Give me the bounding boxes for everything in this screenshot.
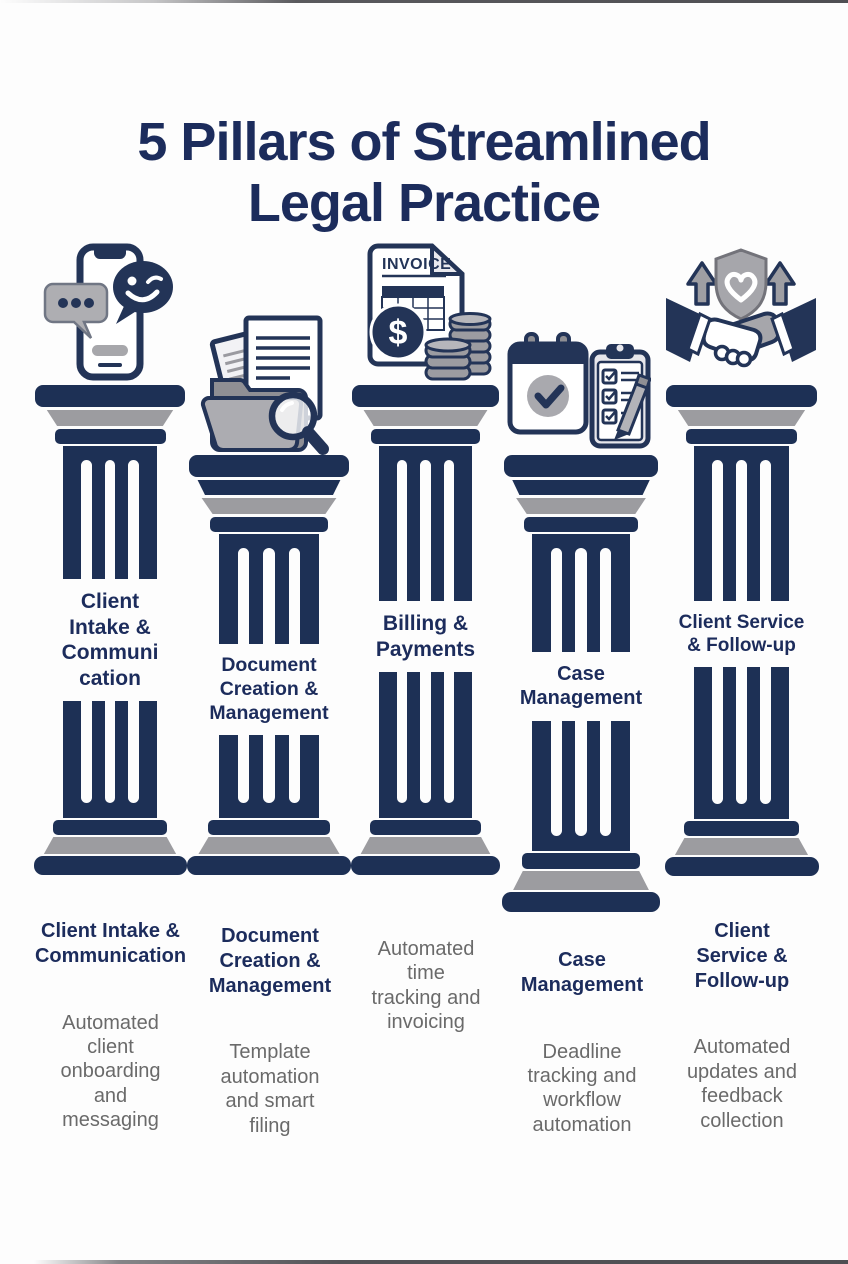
pillar-base-neck bbox=[53, 820, 167, 835]
pillar-capital-band bbox=[363, 410, 488, 426]
pillar-capital-second-band bbox=[512, 480, 650, 495]
pillar-flutes-upper bbox=[532, 534, 630, 652]
pillar-client-intake: Client Intake & Communi cation bbox=[33, 385, 187, 875]
pillar-shaft: Billing & Payments bbox=[351, 446, 500, 818]
pillar-shaft: Client Intake & Communi cation bbox=[34, 446, 186, 818]
pillar-capital-neck bbox=[54, 429, 166, 444]
invoice-label: INVOICE bbox=[382, 256, 451, 273]
footer-heading: Client Intake & Communication bbox=[34, 920, 187, 967]
pillar-label: Billing & Payments bbox=[351, 601, 500, 673]
footer-description: Automated updates and feedback collectio… bbox=[686, 1036, 798, 1132]
pillar-flutes-upper bbox=[62, 446, 158, 579]
pillar-billing-payments: Billing & Payments bbox=[350, 385, 501, 875]
svg-text:$: $ bbox=[389, 314, 408, 352]
footer-heading: Document Creation & Management bbox=[208, 925, 332, 997]
pillar-base-neck bbox=[208, 820, 330, 835]
documents-folder-search-icon bbox=[196, 310, 336, 460]
pillar-base-neck bbox=[522, 853, 640, 869]
pillar-capital-second-band bbox=[197, 480, 341, 495]
pillar-flutes-lower bbox=[379, 672, 472, 818]
pillar-base-band bbox=[360, 837, 491, 854]
pillar-base-band bbox=[198, 837, 340, 854]
scan-artifact-bottom bbox=[0, 1260, 848, 1264]
footer-billing-payments: Automated time tracking and invoicing bbox=[352, 901, 500, 1053]
footer-client-intake: Client Intake & Communication Automated … bbox=[18, 901, 203, 1151]
pillar-label: Client Service & Follow-up bbox=[665, 601, 818, 668]
pillar-capital-neck bbox=[209, 517, 329, 532]
pillar-flutes-lower bbox=[693, 667, 790, 819]
scan-artifact-top bbox=[0, 0, 848, 3]
pillar-document-management: Document Creation & Management bbox=[187, 455, 351, 875]
pillar-capital-band bbox=[46, 410, 174, 426]
pillar-flutes-upper bbox=[379, 446, 472, 601]
pillar-capital-top bbox=[666, 385, 817, 407]
footer-description: Automated time tracking and invoicing bbox=[371, 938, 481, 1034]
pillar-base-band bbox=[43, 837, 177, 854]
footer-description: Automated client onboarding and messagin… bbox=[60, 1011, 161, 1132]
pillar-case-management: Case Management bbox=[502, 455, 660, 912]
invoice-coins-icon: INVOICE $ bbox=[358, 238, 493, 388]
page-title: 5 Pillars of Streamlined Legal Practice bbox=[137, 112, 711, 233]
pillar-flutes-lower bbox=[62, 701, 158, 818]
pillar-shaft: Document Creation & Management bbox=[188, 534, 350, 818]
pillar-shaft: Case Management bbox=[503, 534, 659, 851]
pillar-base-plinth bbox=[187, 856, 351, 875]
pillar-client-service: Client Service & Follow-up bbox=[664, 385, 819, 876]
pillar-flutes-upper bbox=[218, 534, 320, 644]
pillar-capital-top bbox=[35, 385, 185, 407]
footer-heading: Case Management bbox=[520, 949, 644, 996]
pillar-base-plinth bbox=[502, 892, 660, 912]
pillar-label: Client Intake & Communi cation bbox=[34, 579, 186, 702]
pillar-shaft: Client Service & Follow-up bbox=[665, 446, 818, 819]
pillar-base-plinth bbox=[350, 856, 501, 875]
pillar-capital-band bbox=[201, 498, 337, 514]
pillar-flutes-lower bbox=[532, 720, 630, 851]
calendar-checklist-icon bbox=[506, 332, 651, 450]
pillar-capital-top bbox=[352, 385, 499, 407]
pillar-capital-neck bbox=[685, 429, 798, 444]
pillar-base-band bbox=[513, 871, 649, 890]
pillar-base-plinth bbox=[33, 856, 187, 875]
footer-client-service: Client Service & Follow-up Automated upd… bbox=[662, 901, 822, 1151]
pillar-capital-band bbox=[677, 410, 806, 426]
pillar-base-neck bbox=[369, 820, 482, 835]
pillar-base-band bbox=[674, 838, 809, 855]
pillar-flutes-upper bbox=[693, 446, 790, 601]
handshake-shield-icon bbox=[666, 246, 816, 381]
phone-chat-icon bbox=[40, 242, 175, 382]
footer-description: Template automation and smart filing bbox=[220, 1041, 320, 1137]
footer-description: Deadline tracking and workflow automatio… bbox=[527, 1040, 637, 1136]
pillar-capital-neck bbox=[524, 517, 638, 532]
pillar-capital-neck bbox=[371, 429, 480, 444]
pillar-base-neck bbox=[684, 821, 799, 836]
pillar-capital-top bbox=[189, 455, 349, 477]
pillar-base-plinth bbox=[664, 857, 819, 876]
pillar-flutes-lower bbox=[218, 735, 320, 818]
footer-case-management: Case Management Deadline tracking and wo… bbox=[498, 930, 666, 1155]
footer-heading: Client Service & Follow-up bbox=[694, 920, 790, 992]
footer-document-management: Document Creation & Management Template … bbox=[190, 906, 350, 1156]
pillar-label: Case Management bbox=[503, 652, 659, 721]
pillar-label: Document Creation & Management bbox=[188, 644, 350, 736]
pillar-capital-band bbox=[516, 498, 646, 514]
pillar-capital-top bbox=[504, 455, 658, 477]
